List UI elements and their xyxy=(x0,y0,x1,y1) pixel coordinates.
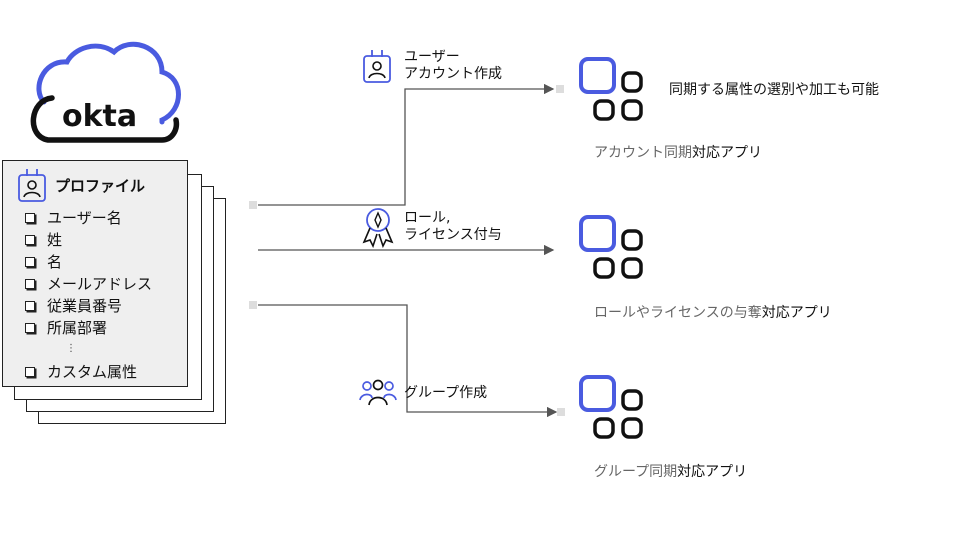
group-icon xyxy=(359,379,397,406)
profile-field: 従業員番号 xyxy=(25,295,152,317)
connector-account xyxy=(258,83,555,206)
okta-logo: okta xyxy=(30,41,181,143)
checkbox-icon xyxy=(25,301,35,311)
connector-group xyxy=(258,304,558,418)
app-caption-account: アカウント同期対応アプリ xyxy=(594,142,762,162)
connector-end-stub xyxy=(557,408,565,416)
app-caption-gray: アカウント同期 xyxy=(594,145,692,161)
app-caption-dark: 対応アプリ xyxy=(761,305,832,321)
connector-start-stub xyxy=(249,301,257,309)
sync-note: 同期する属性の選別や加工も可能 xyxy=(669,82,879,98)
profile-field-custom: カスタム属性 xyxy=(25,361,137,383)
flow-label-account: ユーザー アカウント作成 xyxy=(404,49,502,83)
field-label: 姓 xyxy=(47,231,63,249)
checkbox-icon xyxy=(25,213,35,223)
app-grid-icon xyxy=(579,375,643,439)
profile-field-list: ユーザー名 姓 名 メールアドレス 従業員番号 所属部署 xyxy=(25,207,152,339)
connector-start-stub xyxy=(249,201,257,209)
field-label: 所属部署 xyxy=(47,319,108,337)
app-caption-group: グループ同期対応アプリ xyxy=(594,461,747,481)
app-caption-role: ロールやライセンスの与奪対応アプリ xyxy=(594,302,832,322)
field-label: カスタム属性 xyxy=(47,363,138,381)
profile-card: プロファイル ユーザー名 姓 名 メールアドレス 従業員番号 所属部署 ⋮ カス… xyxy=(2,160,188,387)
app-grid-icon xyxy=(579,57,643,121)
profile-field: ユーザー名 xyxy=(25,207,152,229)
award-badge-icon xyxy=(362,208,394,248)
checkbox-icon xyxy=(25,257,35,267)
app-grid-icon xyxy=(579,215,643,279)
app-caption-gray: ロールやライセンスの与奪 xyxy=(594,305,762,321)
profile-field: 姓 xyxy=(25,229,152,251)
checkbox-icon xyxy=(25,367,35,377)
field-ellipsis: ⋮ xyxy=(66,343,76,354)
checkbox-icon xyxy=(25,235,35,245)
flow-label-role: ロール, ライセンス付与 xyxy=(404,210,502,244)
profile-title: プロファイル xyxy=(55,177,146,195)
app-caption-gray: グループ同期 xyxy=(594,464,678,480)
id-badge-icon xyxy=(18,169,46,202)
field-label: 従業員番号 xyxy=(47,297,123,315)
app-caption-dark: 対応アプリ xyxy=(692,145,762,161)
field-label: 名 xyxy=(47,253,63,271)
connector-end-stub xyxy=(556,85,564,93)
profile-field: メールアドレス xyxy=(25,273,152,295)
field-label: メールアドレス xyxy=(47,275,153,293)
profile-field: 名 xyxy=(25,251,152,273)
field-label: ユーザー名 xyxy=(47,209,122,227)
flow-label-line: ライセンス付与 xyxy=(404,227,502,243)
flow-label-line: アカウント作成 xyxy=(404,66,502,82)
id-badge-icon xyxy=(363,50,391,83)
okta-logo-text: okta xyxy=(62,99,137,134)
flow-label-line: ユーザー xyxy=(404,49,460,65)
profile-field: 所属部署 xyxy=(25,317,152,339)
app-caption-dark: 対応アプリ xyxy=(677,464,748,480)
flow-label-group: グループ作成 xyxy=(404,385,488,401)
checkbox-icon xyxy=(25,279,35,289)
checkbox-icon xyxy=(25,323,35,333)
flow-label-line: ロール, xyxy=(404,210,451,226)
